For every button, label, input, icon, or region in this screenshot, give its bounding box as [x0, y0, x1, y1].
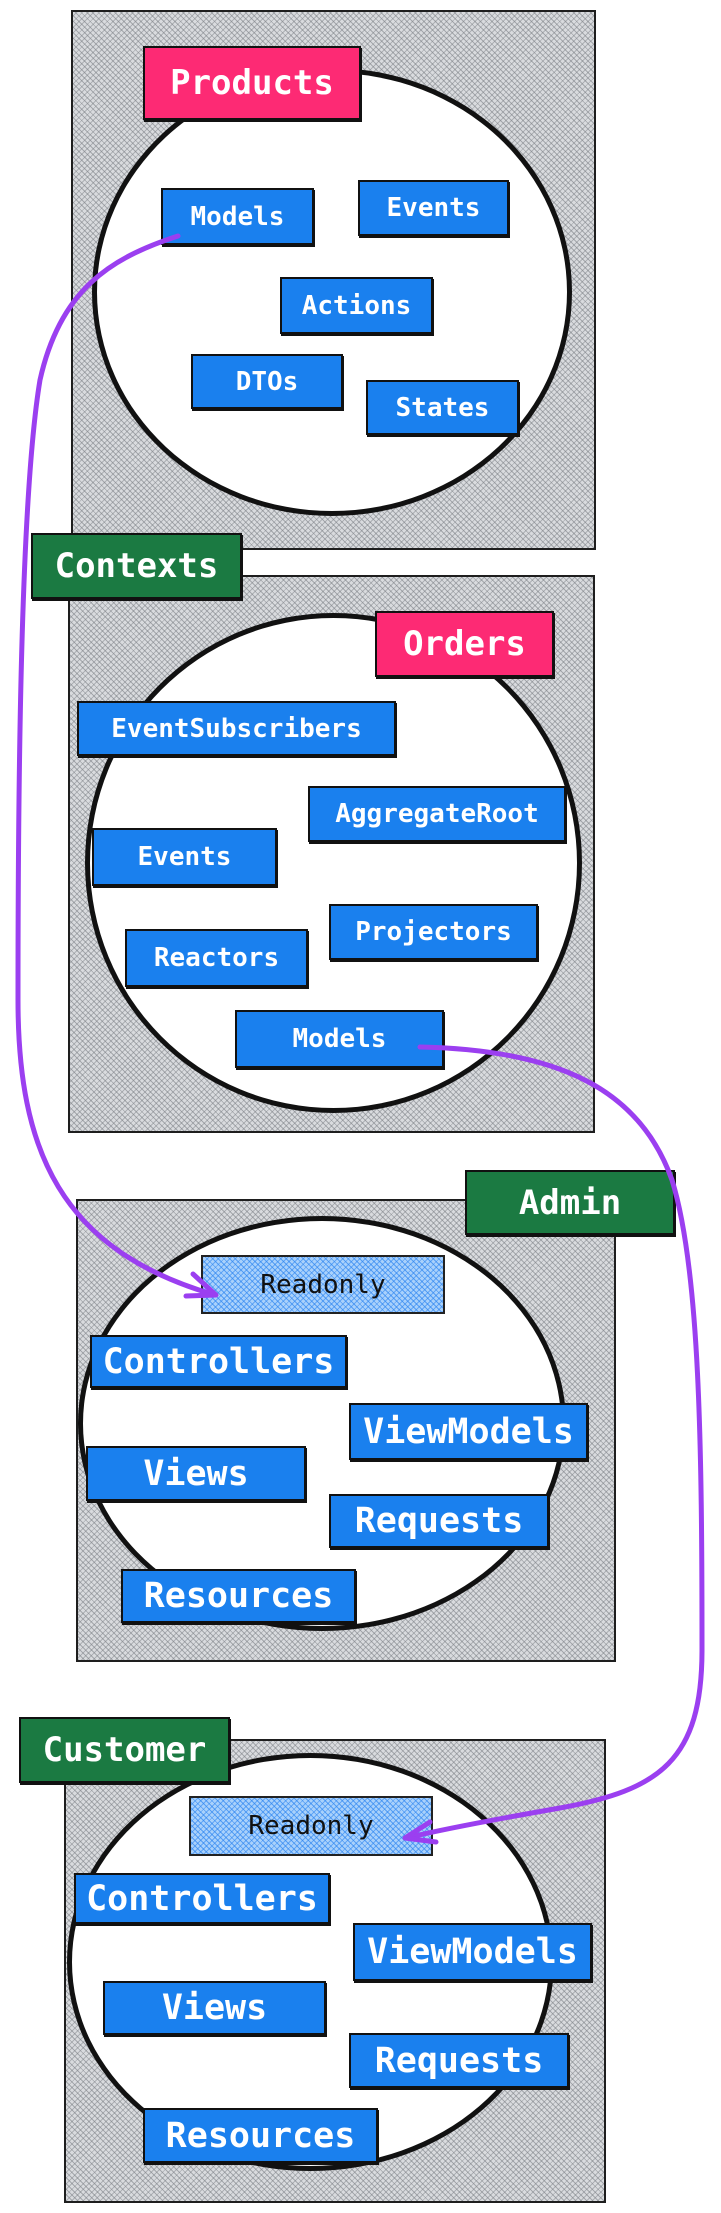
- products-states[interactable]: States: [366, 380, 519, 435]
- customer-resources[interactable]: Resources: [143, 2108, 378, 2163]
- customer-viewmodels[interactable]: ViewModels: [353, 1923, 592, 1981]
- customer-label: Customer: [19, 1717, 230, 1783]
- customer-views[interactable]: Views: [103, 1981, 326, 2035]
- orders-projectors[interactable]: Projectors: [329, 904, 538, 960]
- admin-requests[interactable]: Requests: [329, 1494, 549, 1548]
- admin-resources[interactable]: Resources: [121, 1569, 356, 1623]
- customer-controllers[interactable]: Controllers: [74, 1873, 330, 1924]
- orders-models[interactable]: Models: [235, 1010, 444, 1068]
- admin-viewmodels[interactable]: ViewModels: [349, 1403, 588, 1460]
- orders-label: Orders: [375, 611, 554, 677]
- admin-label: Admin: [465, 1170, 675, 1235]
- customer-readonly[interactable]: Readonly: [189, 1796, 433, 1856]
- orders-reactors[interactable]: Reactors: [125, 929, 308, 987]
- products-label: Products: [143, 46, 361, 120]
- customer-requests[interactable]: Requests: [349, 2033, 569, 2088]
- admin-readonly[interactable]: Readonly: [201, 1255, 445, 1314]
- products-dtos[interactable]: DTOs: [191, 354, 343, 409]
- admin-views[interactable]: Views: [86, 1446, 306, 1501]
- orders-aggregateroot[interactable]: AggregateRoot: [308, 786, 566, 842]
- products-actions[interactable]: Actions: [280, 277, 433, 334]
- admin-controllers[interactable]: Controllers: [90, 1335, 347, 1388]
- orders-events[interactable]: Events: [92, 828, 277, 886]
- products-events[interactable]: Events: [358, 180, 509, 236]
- orders-eventsubscribers[interactable]: EventSubscribers: [77, 701, 396, 756]
- products-models[interactable]: Models: [161, 188, 314, 245]
- contexts-label: Contexts: [31, 533, 242, 599]
